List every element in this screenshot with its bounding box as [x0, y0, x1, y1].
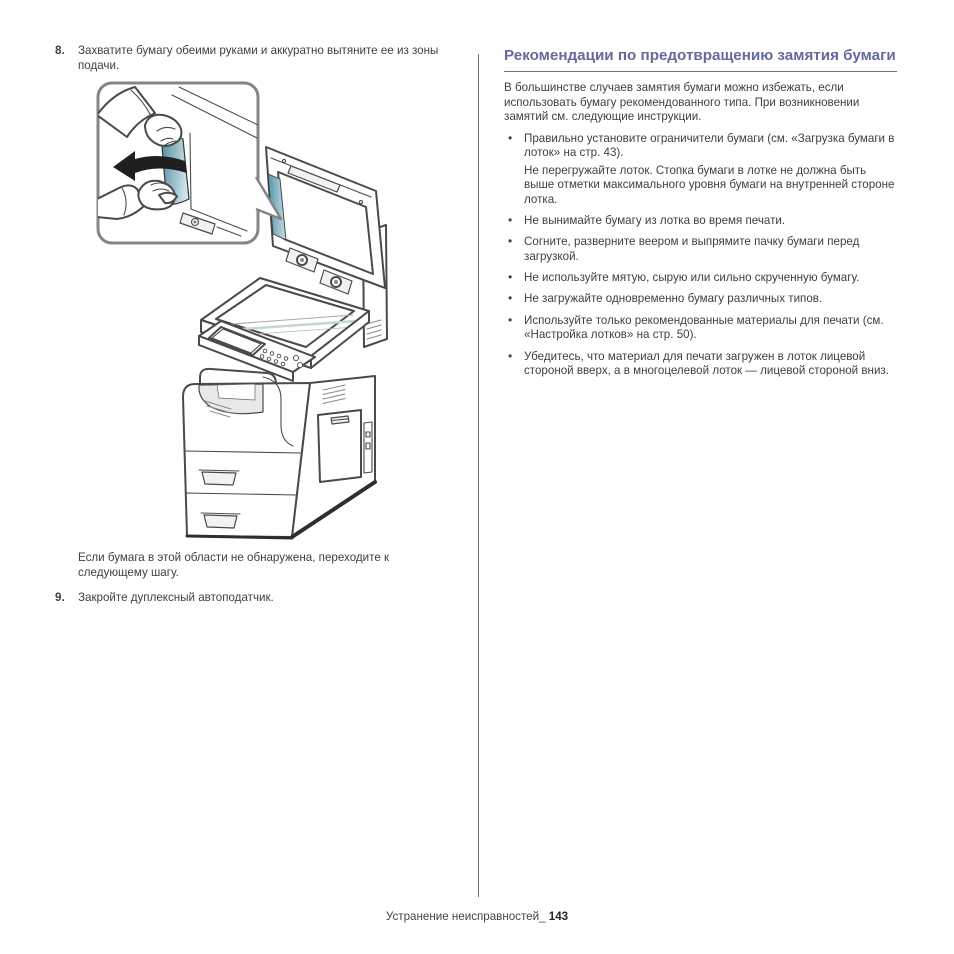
lower-hand	[98, 180, 178, 221]
upper-hand	[98, 86, 183, 148]
footer-page-number: 143	[548, 910, 569, 923]
step-8-text: Захватите бумагу обеими руками и аккурат…	[78, 44, 439, 72]
list-item: Не используйте мятую, сырую или сильно с…	[504, 270, 897, 286]
list-item: Не загружайте одновременно бумагу различ…	[504, 291, 897, 307]
left-column: 8. Захватите бумагу обеими руками и акку…	[55, 44, 467, 606]
control-panel	[198, 320, 316, 383]
inset-machine-edge	[171, 86, 258, 237]
left-arrow-icon	[113, 151, 187, 182]
paper-trays	[184, 450, 303, 530]
step-9-text: Закройте дуплексный автоподатчик.	[78, 590, 274, 604]
list-item-subtext: Не перегружайте лоток. Стопка бумаги в л…	[524, 163, 895, 206]
printer-jam-figure	[96, 81, 388, 540]
footer-section-label: Устранение неисправностей_	[385, 910, 546, 923]
figure-note: Если бумага в этой области не обнаружена…	[78, 551, 390, 580]
list-item: Не вынимайте бумагу из лотка во время пе…	[504, 213, 897, 229]
step-9-number: 9.	[55, 590, 65, 604]
list-item-text: Убедитесь, что материал для печати загру…	[524, 349, 889, 378]
list-item-text: Правильно установите ограничители бумаги…	[524, 131, 895, 160]
list-item-text: Не вынимайте бумагу из лотка во время пе…	[524, 214, 786, 228]
adf-lid	[265, 146, 386, 290]
printer-body	[182, 146, 388, 540]
list-item-text: Используйте только рекомендованные матер…	[524, 313, 884, 342]
step-9: 9. Закройте дуплексный автоподатчик.	[55, 591, 467, 606]
adf-hinges	[285, 247, 353, 296]
list-item-text: Не используйте мятую, сырую или сильно с…	[524, 271, 860, 285]
callout-inset	[96, 81, 283, 245]
right-column: Рекомендации по предотвращению замятия б…	[504, 46, 897, 379]
intro-paragraph: В большинстве случаев замятия бумаги мож…	[504, 81, 860, 124]
column-divider	[478, 54, 479, 897]
list-item: Согните, разверните веером и выпрямите п…	[504, 234, 897, 264]
list-item-text: Не загружайте одновременно бумагу различ…	[524, 292, 823, 306]
list-item: Используйте только рекомендованные матер…	[504, 313, 897, 343]
printer-illustration	[95, 81, 455, 541]
step-8-number: 8.	[55, 44, 65, 57]
step-8: 8. Захватите бумагу обеими руками и акку…	[55, 44, 467, 73]
heading-rule	[504, 71, 897, 72]
list-item-text: Согните, разверните веером и выпрямите п…	[524, 235, 860, 264]
tips-list: Правильно установите ограничители бумаги…	[504, 131, 897, 379]
page-footer: Устранение неисправностей_ 143	[0, 910, 954, 925]
list-item: Убедитесь, что материал для печати загру…	[504, 349, 897, 379]
list-item: Правильно установите ограничители бумаги…	[504, 131, 897, 208]
section-heading: Рекомендации по предотвращению замятия б…	[504, 47, 896, 64]
